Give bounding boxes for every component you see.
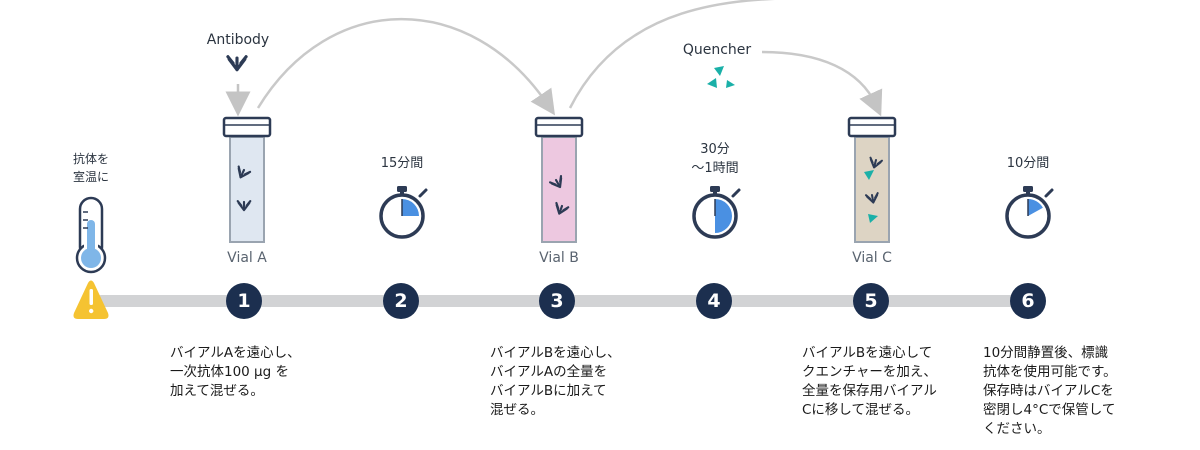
stopwatch-crown: [397, 186, 407, 192]
timer-label: 30分 〜1時間: [675, 140, 755, 178]
warning-icon: [73, 280, 109, 319]
timer-line: 30分: [700, 142, 730, 157]
description-line: 抗体を使用可能です。: [983, 364, 1117, 380]
step-3-description: バイアルBを遠心し、 バイアルAの全量を バイアルBに加えて 混ぜる。: [490, 344, 680, 420]
stopwatch-button: [731, 188, 741, 198]
step-3-circle: 3: [539, 283, 575, 319]
step-2-circle: 2: [383, 283, 419, 319]
timer-label: 10分間: [1006, 156, 1050, 171]
antibody-icon: [226, 55, 248, 72]
description-line: 保存時はバイアルCを: [983, 383, 1114, 399]
quencher-particle: [864, 170, 874, 180]
quencher-particle: [868, 214, 878, 223]
step-6-description: 10分間静置後、標識 抗体を使用可能です。 保存時はバイアルCを 密閉し4°Cで…: [983, 344, 1183, 439]
vial-b: [534, 116, 584, 243]
step-1-circle: 1: [226, 283, 262, 319]
stopwatch-crown: [710, 186, 720, 192]
quencher-label: Quencher: [682, 42, 752, 58]
stopwatch-icon: [692, 186, 741, 239]
vial-c: [847, 116, 897, 243]
stopwatch-icon: [1005, 186, 1054, 239]
description-line: バイアルAの全量を: [490, 364, 608, 380]
description-line: 加えて混ぜる。: [170, 383, 264, 399]
description-line: バイアルBを遠心して: [802, 345, 933, 361]
description-line: 一次抗体100 µg を: [170, 364, 290, 380]
timer-label: 15分間: [380, 156, 424, 171]
description-line: 密閉し4°Cで保管して: [983, 402, 1116, 418]
timer-line: 〜1時間: [691, 161, 739, 176]
vial-c-label: Vial C: [852, 250, 892, 266]
step-6-circle: 6: [1010, 283, 1046, 319]
transfer-arrow-b-to-c: [568, 0, 774, 109]
step-1-description: バイアルAを遠心し、 一次抗体100 µg を 加えて混ぜる。: [170, 344, 360, 401]
description-line: バイアルAを遠心し、: [170, 345, 301, 361]
description-line: 10分間静置後、標識: [983, 345, 1109, 361]
pre-step-label: 抗体を 室温に: [58, 150, 124, 186]
quencher-arrow: [761, 50, 883, 117]
stopwatch-icon: [379, 186, 428, 239]
pre-step-line: 室温に: [72, 170, 109, 184]
antibody-label: Antibody: [206, 32, 270, 48]
stopwatch-elapsed: [715, 199, 732, 233]
description-line: 全量を保存用バイアル: [802, 383, 937, 399]
stopwatch-button: [418, 188, 428, 198]
vial-a: [222, 116, 272, 243]
transfer-arrow-a-to-b: [256, 18, 556, 116]
vial-b-label: Vial B: [539, 250, 579, 266]
stopwatch-crown: [1023, 186, 1033, 192]
step-5-circle: 5: [853, 283, 889, 319]
description-line: バイアルBに加えて: [490, 383, 607, 399]
description-line: 混ぜる。: [490, 402, 544, 418]
stopwatch-elapsed: [402, 199, 419, 216]
stopwatch-button: [1044, 188, 1054, 198]
stopwatch-elapsed: [1028, 199, 1043, 216]
description-line: クエンチャーを加え、: [802, 364, 937, 380]
thermometer-icon: [75, 196, 107, 274]
description-line: ください。: [983, 421, 1051, 437]
description-line: Cに移して混ぜる。: [802, 402, 920, 418]
pre-step-line: 抗体を: [72, 152, 109, 166]
step-4-circle: 4: [696, 283, 732, 319]
vial-a-label: Vial A: [227, 250, 267, 266]
description-line: バイアルBを遠心し、: [490, 345, 621, 361]
quencher-icon: [707, 66, 735, 88]
step-5-description: バイアルBを遠心して クエンチャーを加え、 全量を保存用バイアル Cに移して混ぜ…: [802, 344, 992, 420]
